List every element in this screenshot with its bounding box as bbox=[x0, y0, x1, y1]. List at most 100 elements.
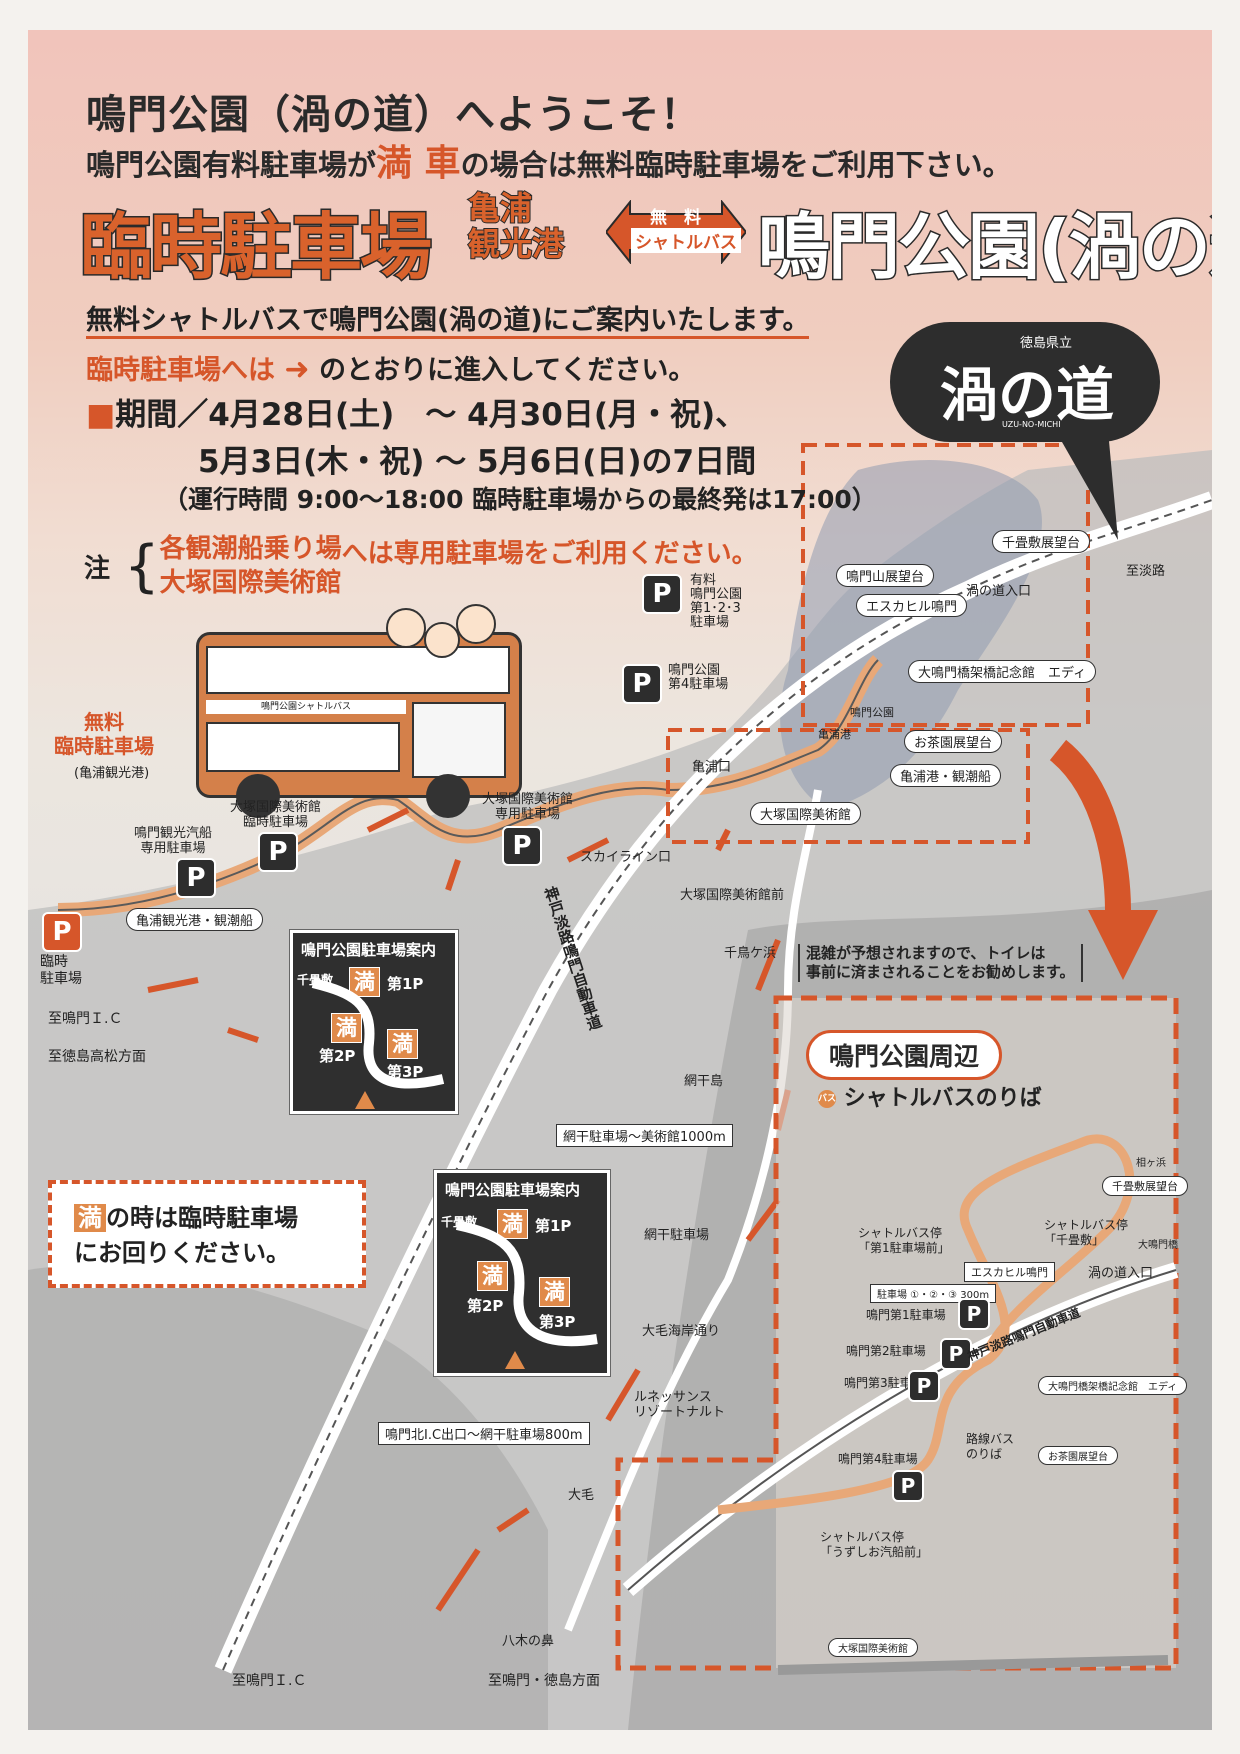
note-items: 各観潮船乗り場 大塚国際美術館 bbox=[160, 532, 342, 600]
hill-sw bbox=[28, 1264, 548, 1730]
area-lot3-label: 鳴門第3駐車場 bbox=[844, 1376, 924, 1390]
inset1-p3: 第3P bbox=[387, 1063, 424, 1081]
otsuka-temp-lot-2: 臨時駐車場 bbox=[243, 815, 309, 830]
area-ohashi: 大鳴門橋 bbox=[1138, 1240, 1178, 1251]
escahill-label: エスカヒル鳴門 bbox=[856, 594, 968, 617]
senjogahama-label: 千鳥ケ浜 bbox=[724, 946, 777, 961]
callout-line2: にお回りください。 bbox=[74, 1239, 290, 1267]
lot4: 鳴門公園 第4駐車場 bbox=[668, 664, 728, 692]
kameura-port2-label: 亀浦港・観潮船 bbox=[890, 764, 1002, 787]
area-stop2-1: シャトルバス停 bbox=[1044, 1218, 1129, 1232]
inset1-p1: 第1P bbox=[387, 975, 424, 993]
area-title: 鳴門公園周辺 bbox=[806, 1030, 1003, 1080]
shuttle-bus: シャトルバス bbox=[631, 228, 741, 253]
museum-area-frame bbox=[666, 728, 1030, 844]
inset2-full-3: 満 bbox=[539, 1277, 570, 1307]
temp-lot-label: 臨時 駐車場 bbox=[40, 954, 82, 988]
p-icon-lot4: P bbox=[622, 664, 662, 704]
otsuka-private-lot-1: 大塚国際美術館 bbox=[482, 792, 574, 807]
area-p-lot2: P bbox=[940, 1338, 972, 1370]
lot-place-1: 亀浦 bbox=[467, 189, 533, 227]
bus-stop-icon: バス bbox=[818, 1090, 836, 1108]
renaissance-1: ルネッサンス bbox=[634, 1390, 712, 1405]
lead-content: 無料シャトルバスで鳴門公園(渦の道)にご案内いたします。 bbox=[86, 305, 810, 339]
callout-text: 満の時は臨時駐車場 にお回りください。 bbox=[74, 1198, 298, 1268]
bus-wheel-front bbox=[236, 774, 280, 818]
entry-pre: 臨時駐車場へは bbox=[86, 355, 275, 386]
logo-badge: 徳島県立 渦の道 UZU-NO-MICHI bbox=[890, 322, 1160, 442]
callout-line1: の時は臨時駐車場 bbox=[106, 1204, 298, 1232]
inset2-full-2: 満 bbox=[477, 1261, 508, 1291]
bus-illustration: 鳴門公園シャトルバス bbox=[196, 602, 536, 822]
note-label: 注 bbox=[84, 553, 111, 584]
kankokisen-lot: 鳴門観光汽船 専用駐車場 bbox=[134, 826, 212, 856]
toilet-2: 事前に済まされることをお勧めします。 bbox=[806, 963, 1075, 981]
callout-full: 満 bbox=[74, 1204, 106, 1232]
uzu-entry-label: 渦の道入口 bbox=[966, 584, 1032, 599]
otsuka-temp-lot: 大塚国際美術館 臨時駐車場 bbox=[230, 800, 321, 830]
notice-full: 満 車 bbox=[376, 143, 461, 184]
free-lot-title-2: 臨時駐車場 bbox=[54, 734, 154, 758]
area-stop1-2: 「第1駐車場前」 bbox=[858, 1241, 950, 1255]
area-stop2: シャトルバス停 「千畳敷」 bbox=[1044, 1218, 1128, 1248]
exit-distance: 鳴門北I.C出口～網干駐車場800m bbox=[378, 1422, 590, 1445]
otsuka-front: 大塚国際美術館前 bbox=[680, 888, 785, 903]
free-lot-sub: (亀浦観光港) bbox=[74, 766, 150, 781]
ochaen-label: お茶園展望台 bbox=[904, 730, 1003, 753]
amiboshi-distance: 網干駐車場～美術館1000m bbox=[556, 1124, 733, 1147]
notice-post: の場合は無料臨時駐車場をご利用下さい。 bbox=[460, 148, 1012, 182]
aihama-label: 相ヶ浜 bbox=[1136, 1158, 1166, 1169]
right-arrow-icon: ➜ bbox=[284, 352, 310, 387]
area-route-bus: 路線バス のりば bbox=[966, 1432, 1014, 1462]
area-route-bus-1: 路線バス bbox=[966, 1432, 1015, 1446]
bus-banner: 鳴門公園シャトルバス bbox=[206, 700, 406, 714]
p-icon-otsuka-private: P bbox=[502, 826, 542, 866]
amiboshi-lot-label: 網干駐車場 bbox=[644, 1228, 710, 1243]
inset2-road bbox=[455, 1220, 598, 1369]
area-local-road bbox=[717, 1134, 1135, 1515]
paid-lot-1: 有料 bbox=[690, 573, 717, 588]
lot-place-2: 観光港 bbox=[467, 225, 565, 263]
notice-line: 鳴門公園有料駐車場が満 車の場合は無料臨時駐車場をご利用下さい。 bbox=[86, 134, 1012, 186]
to-naruto-ic: 至鳴門Ｉ.Ｃ bbox=[48, 1011, 123, 1027]
park-area-frame bbox=[801, 443, 1090, 727]
parking-guide-inset-1: 鳴門公園駐車場案内 千畳敷 満 第1P 満 第2P 満 第3P bbox=[289, 929, 459, 1115]
flyer-sheet: 鳴門公園（渦の道）へようこそ！ 鳴門公園有料駐車場が満 車の場合は無料臨時駐車場… bbox=[28, 30, 1212, 1730]
free-lot-title: 無料 臨時駐車場 bbox=[54, 710, 154, 758]
area-stop2-2: 「千畳敷」 bbox=[1044, 1233, 1105, 1247]
otsuka-temp-lot-1: 大塚国際美術館 bbox=[230, 800, 322, 815]
area-otsuka-label: 大塚国際美術館 bbox=[828, 1638, 918, 1657]
omoge-label: 大毛 bbox=[568, 1488, 595, 1503]
otsuka-private-lot: 大塚国際美術館 専用駐車場 bbox=[482, 792, 573, 822]
area-stop3-1: シャトルバス停 bbox=[820, 1530, 905, 1544]
zoom-arrow-head bbox=[1088, 910, 1158, 980]
shuttle-free: 無 料 bbox=[650, 208, 701, 228]
inset1-full-1: 満 bbox=[349, 967, 380, 997]
area-stop1-1: シャトルバス停 bbox=[858, 1226, 943, 1240]
period: ■期間／4月28日(土) ～ 4月30日(月・祝)、 5月3日(木・祝) ～ 5… bbox=[86, 392, 756, 486]
p-icon-paid: P bbox=[642, 574, 682, 614]
parking-guide-inset-2: 鳴門公園駐車場案内 千畳敷 満 第1P 満 第2P 満 第3P bbox=[433, 1169, 611, 1377]
zoom-arrow bbox=[1049, 739, 1131, 911]
area-lot4-label: 鳴門第4駐車場 bbox=[838, 1452, 918, 1466]
toilet-1: 混雑が予想されますので、トイレは bbox=[806, 944, 1046, 962]
toilet-notice: 混雑が予想されますので、トイレは 事前に済まされることをお勧めします。 bbox=[798, 944, 1083, 982]
area-uzu-entry: 渦の道入口 bbox=[1088, 1266, 1154, 1281]
entry-instruction: 臨時駐車場へは ➜ のとおりに進入してください。 bbox=[86, 348, 695, 387]
lot-title: 臨時駐車場 bbox=[78, 204, 433, 291]
kameura-guchi: 亀浦口 bbox=[692, 760, 732, 775]
area-p-lot1: P bbox=[958, 1298, 990, 1330]
to-naruto-tokushima: 至鳴門・徳島方面 bbox=[488, 1673, 600, 1689]
inset2-full-1: 満 bbox=[497, 1209, 528, 1239]
lot4-2: 第4駐車場 bbox=[668, 677, 729, 692]
otsuka-museum-label: 大塚国際美術館 bbox=[750, 802, 862, 825]
entry-post: のとおりに進入してください。 bbox=[318, 355, 696, 386]
inset2-title: 鳴門公園駐車場案内 bbox=[445, 1181, 581, 1199]
paid-lot-4: 駐車場 bbox=[690, 615, 730, 630]
note: 注 { 各観潮船乗り場 大塚国際美術館 へは専用駐車場をご利用ください。 bbox=[84, 532, 758, 600]
p-icon-otsuka-temp: P bbox=[258, 832, 298, 872]
inset2-p1: 第1P bbox=[535, 1217, 572, 1235]
logo-romaji: UZU-NO-MICHI bbox=[1002, 420, 1061, 429]
park-title: 鳴門公園(渦の道) bbox=[757, 204, 1212, 291]
area-coast-road bbox=[777, 1655, 1169, 1675]
